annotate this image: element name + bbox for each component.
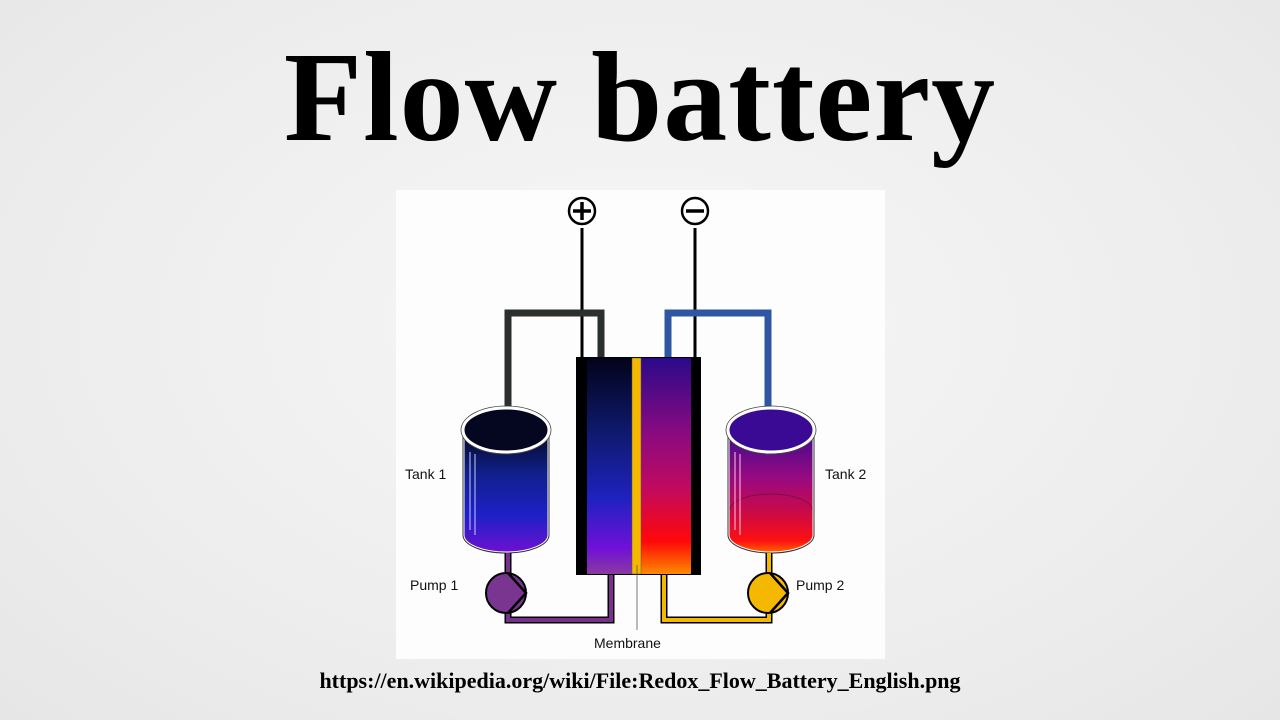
pipe-tank1-to-cell xyxy=(504,309,605,408)
membrane-label: Membrane xyxy=(594,635,661,651)
pump2-label: Pump 2 xyxy=(796,577,844,593)
tank2-label: Tank 2 xyxy=(825,466,866,482)
page-title: Flow battery xyxy=(283,26,997,168)
pump-1 xyxy=(485,572,528,614)
pipe-cell-to-tank2 xyxy=(664,309,772,408)
flow-battery-diagram: Tank 1 Tank 2 Pump 1 Pump 2 Membrane xyxy=(396,190,885,659)
pump1-label: Pump 1 xyxy=(410,577,458,593)
tank1-label: Tank 1 xyxy=(405,466,446,482)
pump-2 xyxy=(747,572,790,614)
electrochemical-cell xyxy=(576,357,701,575)
plus-icon xyxy=(567,196,597,226)
tank-2 xyxy=(725,405,817,555)
tank-1 xyxy=(460,405,552,555)
source-caption: https://en.wikipedia.org/wiki/File:Redox… xyxy=(319,668,961,693)
membrane xyxy=(631,357,642,575)
minus-icon xyxy=(680,196,710,226)
